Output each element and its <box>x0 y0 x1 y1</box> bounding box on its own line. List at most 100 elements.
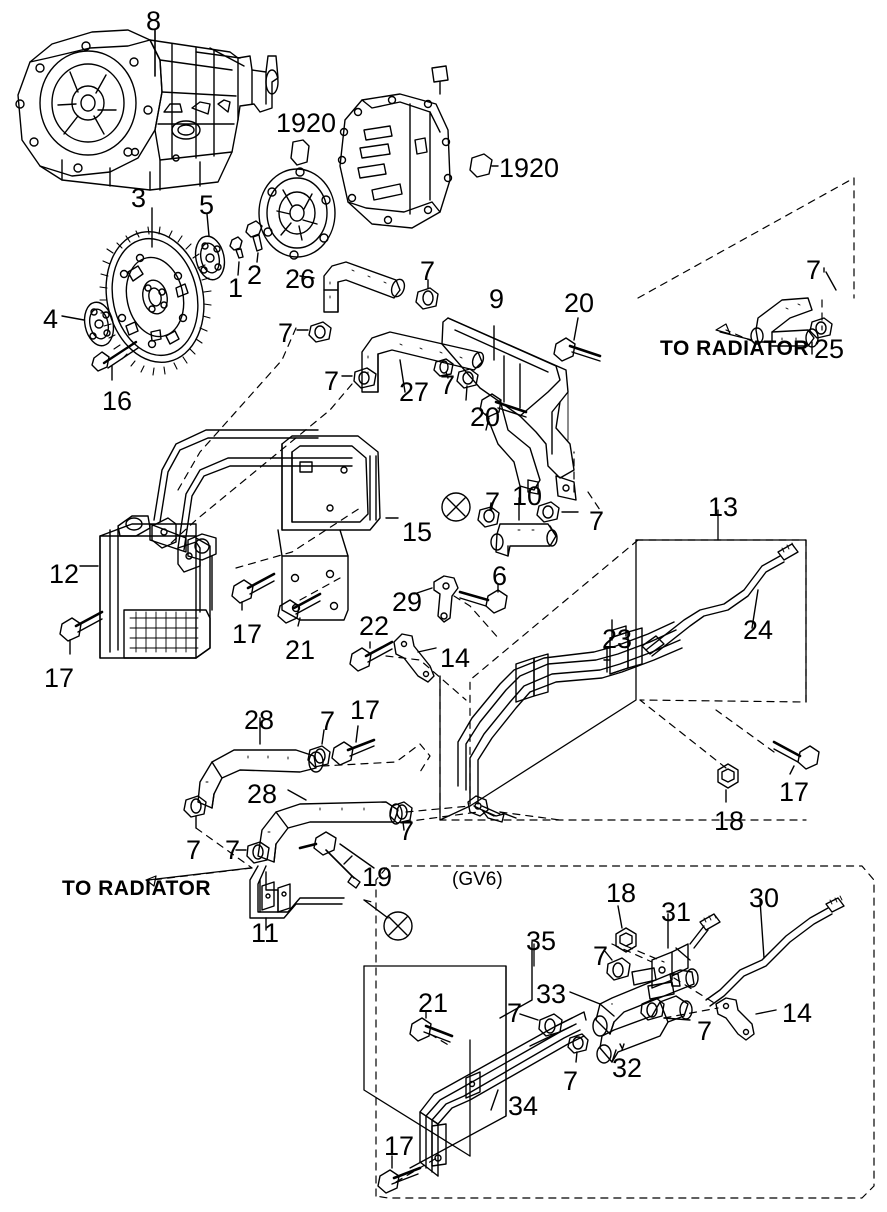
bolt-16 <box>91 340 139 381</box>
callout-14-a: 14 <box>440 643 471 673</box>
callout-1920-left: 1920 <box>276 108 337 138</box>
bolt-6 <box>458 584 508 614</box>
callout-35: 35 <box>526 926 557 956</box>
note-to-radiator-top: TO RADIATOR <box>660 337 810 360</box>
clamp-7-left-28 <box>183 795 207 829</box>
bolt-21-panel <box>409 1011 454 1043</box>
note-to-radiator-bottom: TO RADIATOR <box>62 877 212 900</box>
callout-31: 31 <box>661 897 692 927</box>
callout-17-c: 17 <box>779 777 810 807</box>
callout-21-b: 21 <box>418 988 449 1018</box>
clamp-7-c <box>341 367 377 389</box>
callout-11: 11 <box>251 918 280 948</box>
clip-14 <box>393 633 437 683</box>
tube-30 <box>705 895 845 1007</box>
callout-4: 4 <box>43 304 59 334</box>
torque-converter <box>258 139 336 260</box>
bolt-17-c <box>772 740 820 775</box>
cooler-inlet-pipes <box>153 429 353 551</box>
clamp-31 <box>651 913 721 989</box>
callout-7-o: 7 <box>563 1066 579 1096</box>
callout-33: 33 <box>536 979 567 1009</box>
callout-25: 25 <box>814 334 845 364</box>
callout-13: 13 <box>708 492 739 522</box>
clamp-7-a <box>415 279 439 310</box>
bolt-22-a <box>349 640 394 672</box>
callout-17-d: 17 <box>350 695 381 725</box>
callout-30: 30 <box>749 883 780 913</box>
converter-housing <box>337 65 499 229</box>
tube-34-35 <box>419 941 587 1177</box>
drive-plate-4 <box>61 301 115 347</box>
callout-7-n: 7 <box>697 1016 713 1046</box>
hose-33 <box>569 968 699 1037</box>
callout-7-i: 7 <box>186 835 202 865</box>
callout-23: 23 <box>602 624 633 654</box>
bolt-17-d <box>331 725 376 766</box>
callout-7-f: 7 <box>485 487 501 517</box>
bolt-17-b <box>231 572 276 611</box>
bolt-19 <box>298 831 413 941</box>
callout-2: 2 <box>247 260 263 290</box>
callout-7-h: 7 <box>320 706 336 736</box>
callout-18-a: 18 <box>714 806 745 836</box>
callout-3: 3 <box>131 183 147 213</box>
callout-34: 34 <box>508 1091 539 1121</box>
tube-11 <box>249 865 345 931</box>
oil-cooler-12 <box>79 515 217 659</box>
hose-28-upper <box>197 717 324 809</box>
callout-17-a: 17 <box>44 663 75 693</box>
callout-10: 10 <box>512 481 543 511</box>
hose-25 <box>750 267 837 355</box>
callout-17-e: 17 <box>384 1131 415 1161</box>
hose-28-lower <box>257 789 403 863</box>
tube-24 <box>641 542 799 657</box>
callout-8: 8 <box>146 6 162 36</box>
hose-10 <box>441 492 579 557</box>
callout-1920-right: 1920 <box>499 153 560 183</box>
callout-15: 15 <box>402 517 433 547</box>
clamp-7-upper28 <box>307 729 331 768</box>
clip-29 <box>413 575 459 623</box>
callout-7-j: 7 <box>225 835 241 865</box>
callout-7-m: 7 <box>507 998 523 1028</box>
callout-7-l: 7 <box>593 941 609 971</box>
callout-21-a: 21 <box>285 635 316 665</box>
transmission-assembly <box>15 29 279 191</box>
hose-26 <box>299 261 406 313</box>
clip-14-panel <box>715 997 777 1041</box>
callout-16: 16 <box>102 386 133 416</box>
callout-20-b: 20 <box>470 402 501 432</box>
callout-7-g: 7 <box>589 506 605 536</box>
clamp-7-b <box>296 321 332 343</box>
callout-5: 5 <box>199 190 215 220</box>
clamp-7-d <box>433 358 454 379</box>
bolt-20-b <box>479 393 528 431</box>
callout-29: 29 <box>392 587 423 617</box>
callout-7-d: 7 <box>440 370 456 400</box>
callout-box-lines <box>363 509 807 1169</box>
bolt-17-a <box>59 610 104 655</box>
drive-plate-5 <box>194 213 226 281</box>
clamp-7-lower28 <box>235 841 270 864</box>
bolt-2 <box>245 220 263 263</box>
callout-19: 19 <box>362 862 393 892</box>
panel-fittings <box>519 949 691 1063</box>
callout-9: 9 <box>489 284 505 314</box>
assembly-dashed-lines <box>145 177 875 1199</box>
callout-20-a: 20 <box>564 288 595 318</box>
bolt-20-a <box>553 317 602 362</box>
callout-12: 12 <box>49 559 80 589</box>
callout-14-b: 14 <box>782 998 813 1028</box>
callout-6: 6 <box>492 561 508 591</box>
clamp-7-e <box>456 368 479 401</box>
bolt-1 <box>229 236 244 276</box>
bolt-21-a <box>277 592 322 627</box>
note-gv6-panel: (GV6) <box>452 869 503 890</box>
callout-26: 26 <box>285 264 316 294</box>
bolt-17-panel <box>377 1155 422 1194</box>
callout-24: 24 <box>743 615 774 645</box>
callout-32: 32 <box>612 1053 643 1083</box>
